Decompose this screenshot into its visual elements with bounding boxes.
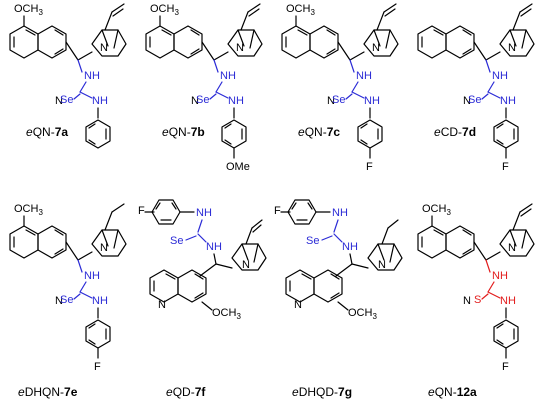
compound-7f: F NH Se NH N N OCH3 eQD-7f [138,199,267,399]
label-7c: eQN-7c [298,125,340,139]
label-7b: eQN-7b [162,125,205,139]
nh-2: NH [92,295,108,307]
nh-2: NH [92,95,108,107]
quinoline-n: N [191,95,199,107]
nh-2: NH [228,95,244,107]
label-7f: eQD-7f [166,385,206,399]
para-substituent: F [94,361,101,373]
methoxy-label: OCH3 [348,307,377,321]
s-label: S [474,294,481,306]
nh-2: NH [500,295,516,307]
se-label: Se [468,94,481,106]
quinoline-n: N [463,295,471,307]
para-substituent: OMe [226,161,250,173]
compound-7e: OCH3 N N NH Se NH F eDHQN-7e [9,203,127,399]
methoxy-label: OCH3 [150,3,179,17]
methoxy-label: OCH3 [286,3,315,17]
methoxy-label: OCH3 [14,203,43,217]
compound-12a: OCH3 N N NH S NH F eQN-12a [417,203,535,399]
label-7e: eDHQN-7e [18,385,78,399]
para-substituent: F [502,361,509,373]
nh-1: NH [492,70,508,82]
se-label: Se [332,94,345,106]
se-label: Se [170,235,183,247]
cage-n: N [100,242,108,254]
compound-7g: F NH Se NH N N OCH3 eDHQD-7g [274,199,403,399]
compound-7d: N N NH Se NH F eCD-7d [417,3,535,173]
label-7d: eCD-7d [434,125,476,139]
nh-1: NH [84,270,100,282]
quinoline-n: N [463,95,471,107]
para-substituent: F [366,161,373,173]
methoxy-label: OCH3 [212,307,241,321]
quinoline-n: N [55,295,63,307]
quinoline-n: N [55,95,63,107]
cage-n: N [100,42,108,54]
fluoro-label: F [274,205,281,217]
quinoline-n: N [294,299,302,311]
compound-7b: OCH3 N N NH Se NH OMe eQN-7b [145,3,263,173]
nh-2: NH [500,95,516,107]
se-label: Se [60,94,73,106]
methoxy-label: OCH3 [14,3,43,17]
para-substituent: F [502,161,509,173]
nh-2: NH [364,95,380,107]
cage-n: N [236,42,244,54]
nh-1: NH [84,70,100,82]
cage-n: N [508,242,516,254]
cage-n: N [378,259,386,271]
cage-n: N [508,42,516,54]
methoxy-label: OCH3 [422,203,451,217]
compound-7a: OCH3 N N NH Se NH eQN-7a [9,3,127,149]
label-7a: eQN-7a [26,125,68,139]
nh-2: NH [342,241,358,253]
se-label: Se [60,294,73,306]
nh-1: NH [196,207,212,219]
fluoro-label: F [138,205,145,217]
label-7g: eDHQD-7g [292,385,352,399]
quinoline-n: N [158,299,166,311]
nh-1: NH [356,70,372,82]
nh-1: NH [492,270,508,282]
nh-1: NH [332,207,348,219]
quinoline-n: N [327,95,335,107]
nh-2: NH [206,241,222,253]
cage-n: N [242,259,250,271]
se-label: Se [196,94,209,106]
label-12a: eQN-12a [428,385,477,399]
cage-n: N [372,42,380,54]
compound-7c: OCH3 N N NH Se NH F eQN-7c [281,3,399,173]
nh-1: NH [220,70,236,82]
se-label: Se [306,235,319,247]
